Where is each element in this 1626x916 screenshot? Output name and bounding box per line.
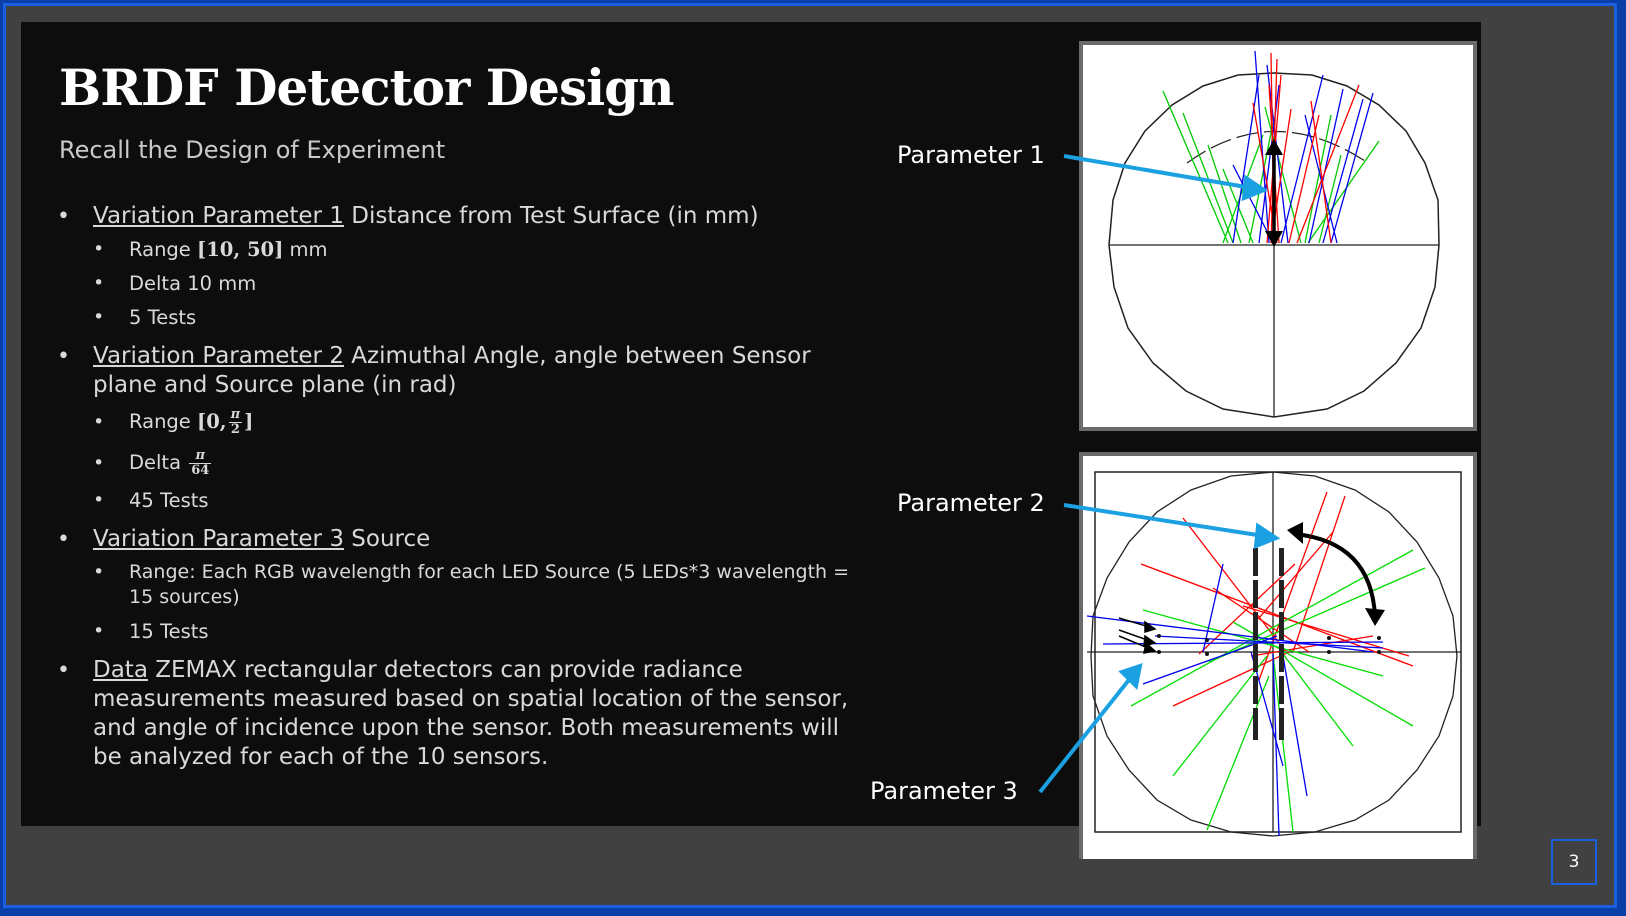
bullet-dot: • bbox=[93, 489, 105, 511]
sub-bullet: • Range [10, 50] mm bbox=[57, 237, 862, 262]
bullet-dot: • bbox=[93, 411, 105, 433]
sensor-bars bbox=[1253, 548, 1284, 740]
distance-double-arrow bbox=[1265, 139, 1283, 247]
slide-subtitle: Recall the Design of Experiment bbox=[59, 136, 446, 164]
fraction-denominator: 64 bbox=[191, 463, 210, 478]
fraction-numerator: π bbox=[189, 449, 212, 464]
fraction-denominator: 2 bbox=[230, 422, 240, 437]
sub-bullet-text: Range bbox=[129, 410, 198, 433]
source-points bbox=[1157, 634, 1381, 656]
sub-bullet-text: 15 Tests bbox=[129, 620, 209, 643]
bullet-text: ZEMAX rectangular detectors can provide … bbox=[93, 657, 849, 770]
sub-bullet-text: 45 Tests bbox=[129, 489, 209, 512]
sub-bullet: • 15 Tests bbox=[57, 619, 862, 644]
bullet-data: • Data ZEMAX rectangular detectors can p… bbox=[57, 656, 862, 772]
azimuth-curved-arrow bbox=[1287, 522, 1385, 626]
sub-bullet-text: Range: Each RGB wavelength for each LED … bbox=[129, 561, 850, 608]
parameter-2-label: Parameter 2 bbox=[897, 489, 1045, 517]
bullet-heading: Data bbox=[93, 657, 148, 683]
ray-diagram-bottom bbox=[1079, 452, 1477, 859]
fraction-numerator: π bbox=[228, 407, 243, 423]
rays-blue bbox=[1232, 50, 1374, 244]
sub-bullet: • Delta 10 mm bbox=[57, 271, 862, 296]
bullet-text: Azimuthal Angle, angle between Sensor pl… bbox=[93, 343, 811, 398]
bullet-list: • Variation Parameter 1 Distance from Te… bbox=[57, 198, 862, 772]
sub-bullet: • 45 Tests bbox=[57, 488, 862, 513]
bullet-dot: • bbox=[57, 527, 70, 552]
page-number: 3 bbox=[1551, 839, 1597, 885]
slide-title: BRDF Detector Design bbox=[59, 58, 674, 117]
bullet-dot: • bbox=[93, 620, 105, 642]
sub-bullet-text: Delta bbox=[129, 451, 188, 474]
bullet-dot: • bbox=[93, 272, 105, 294]
bullet-dot: • bbox=[57, 344, 70, 369]
bullet-dot: • bbox=[93, 561, 105, 583]
bullet-text: Source bbox=[343, 526, 431, 552]
sub-bullet-text: Delta 10 mm bbox=[129, 272, 257, 295]
math-range-open: [0, bbox=[197, 410, 227, 433]
bullet-heading: Variation Parameter 3 bbox=[93, 526, 344, 552]
bullet-dot: • bbox=[93, 452, 105, 474]
math-range-close: ] bbox=[244, 410, 254, 433]
bullet-parameter-2: • Variation Parameter 2 Azimuthal Angle,… bbox=[57, 342, 862, 400]
sub-bullets-3: • Range: Each RGB wavelength for each LE… bbox=[57, 560, 862, 644]
bullet-heading: Variation Parameter 2 bbox=[93, 343, 344, 369]
bullet-dot: • bbox=[93, 306, 105, 328]
bullet-parameter-1: • Variation Parameter 1 Distance from Te… bbox=[57, 202, 862, 231]
parameter-1-label: Parameter 1 bbox=[897, 141, 1045, 169]
bullet-dot: • bbox=[57, 204, 70, 229]
parameter-3-label: Parameter 3 bbox=[870, 777, 1018, 805]
ray-diagram-top bbox=[1079, 41, 1477, 431]
rays-blue bbox=[1086, 563, 1384, 837]
bullet-dot: • bbox=[57, 658, 70, 683]
ray-trace-bottom-svg bbox=[1086, 471, 1462, 837]
bullet-text: Distance from Test Surface (in mm) bbox=[343, 203, 759, 229]
sub-bullets-1: • Range [10, 50] mm • Delta 10 mm • 5 Te… bbox=[57, 237, 862, 330]
sub-bullet: • Range: Each RGB wavelength for each LE… bbox=[57, 560, 862, 610]
sub-bullet-text: Range bbox=[129, 238, 198, 261]
sub-bullet-unit: mm bbox=[283, 238, 328, 261]
sub-bullet: • 5 Tests bbox=[57, 305, 862, 330]
math-range: [10, 50] bbox=[197, 238, 284, 261]
sub-bullet-text: 5 Tests bbox=[129, 306, 197, 329]
ray-trace-top-svg bbox=[1108, 50, 1440, 418]
bullet-parameter-3: • Variation Parameter 3 Source bbox=[57, 525, 862, 554]
bullet-heading: Variation Parameter 1 bbox=[93, 203, 344, 229]
detector-sphere-outline bbox=[1090, 471, 1458, 837]
source-arrows bbox=[1118, 617, 1157, 654]
bullet-dot: • bbox=[93, 238, 105, 260]
